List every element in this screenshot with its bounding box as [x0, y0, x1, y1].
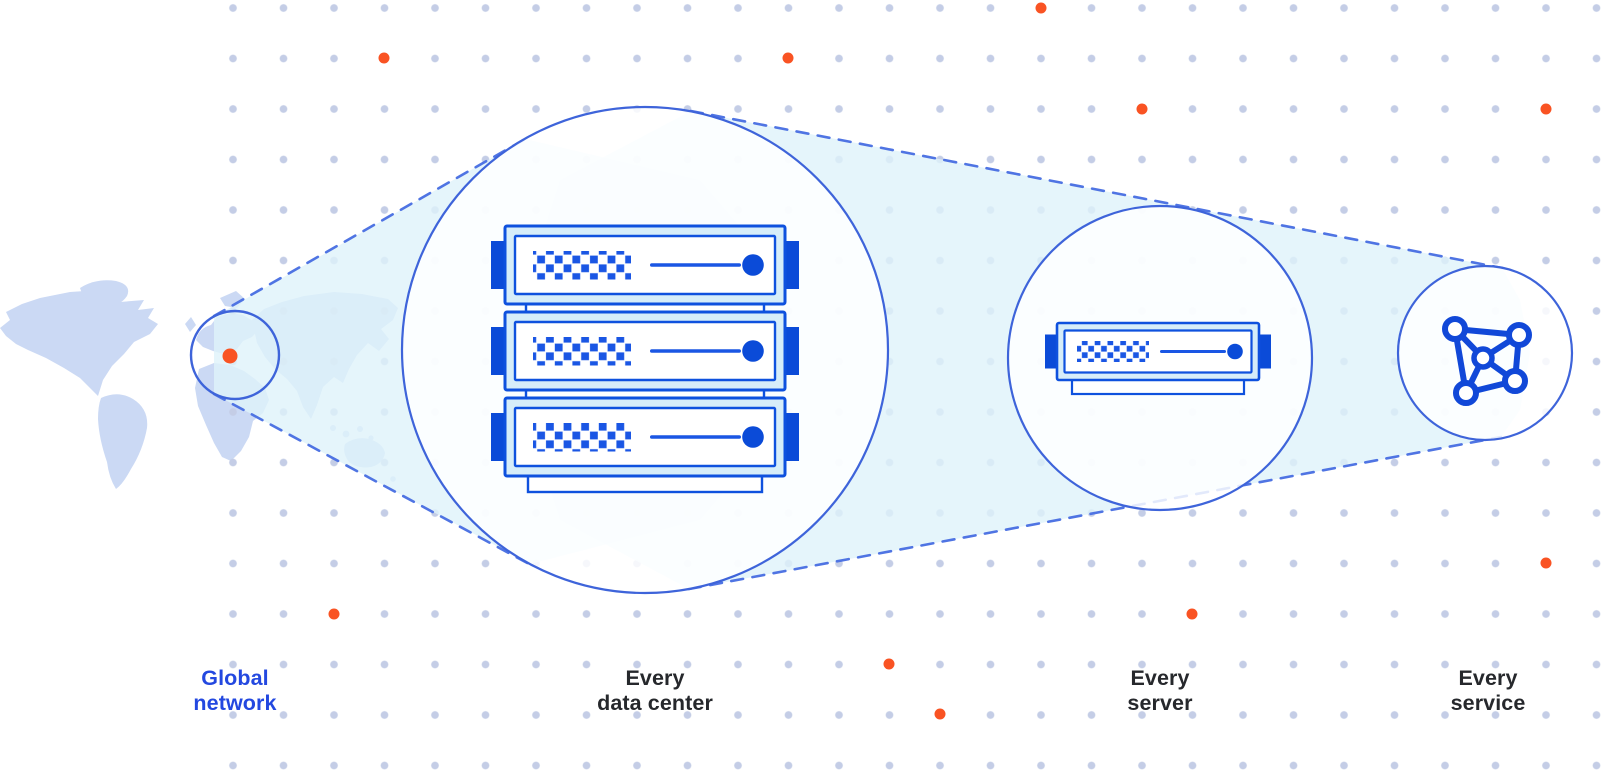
dashed-line-lower-right — [687, 435, 1503, 591]
server-line — [650, 435, 741, 439]
label-line: Every — [1130, 666, 1190, 690]
label-line: network — [193, 691, 277, 715]
map-location-marker — [222, 348, 238, 364]
server-ear-left — [491, 413, 505, 461]
dashed-line-upper-left — [212, 136, 529, 318]
label-line: Global — [201, 666, 269, 690]
server-line — [650, 349, 741, 353]
server-led — [742, 426, 764, 448]
server-grill — [533, 337, 631, 366]
accent-dot — [883, 658, 895, 670]
label-every-service: Every service — [1348, 666, 1620, 716]
server-grill — [533, 423, 631, 452]
accent-dot — [1186, 608, 1198, 620]
map-south-america — [98, 394, 148, 489]
label-line: Every — [625, 666, 685, 690]
server-led — [742, 254, 764, 276]
accent-dot — [378, 52, 390, 64]
mesh-network-icon — [1442, 316, 1532, 406]
mesh-node — [1442, 316, 1468, 342]
label-line: server — [1127, 691, 1193, 715]
server-led — [742, 340, 764, 362]
server-grill — [1077, 341, 1149, 362]
accent-dot — [934, 708, 946, 720]
server-unit — [491, 396, 799, 478]
dashed-zoom-lines — [212, 109, 1504, 591]
server-ear-left — [1045, 334, 1057, 369]
server-rack — [491, 224, 799, 494]
server-ear-right — [785, 327, 799, 375]
accent-dot — [1540, 103, 1552, 115]
server-led — [1227, 343, 1243, 360]
dashed-line-upper-right — [689, 109, 1504, 270]
map-north-america — [0, 290, 158, 396]
label-line: data center — [597, 691, 713, 715]
mesh-node — [1502, 368, 1528, 394]
accent-dot — [1540, 557, 1552, 569]
server-ear-right — [1259, 334, 1271, 369]
accent-dot — [328, 608, 340, 620]
server-unit — [491, 310, 799, 392]
server-line — [1160, 350, 1226, 353]
server-ear-left — [491, 327, 505, 375]
server-ear-left — [491, 241, 505, 289]
server-grill — [533, 251, 631, 280]
map-uk — [185, 317, 196, 332]
label-every-server: Every server — [1020, 666, 1300, 716]
server-ear-right — [785, 241, 799, 289]
server-unit — [491, 224, 799, 306]
accent-dot — [782, 52, 794, 64]
single-server — [1045, 321, 1271, 396]
server-ear-right — [785, 413, 799, 461]
server-line — [650, 263, 741, 267]
map-zoom-circle — [189, 309, 281, 401]
dashed-line-lower-left — [212, 392, 533, 567]
accent-dot — [1035, 2, 1047, 14]
mesh-node — [1453, 380, 1479, 406]
accent-dot — [1136, 103, 1148, 115]
mesh-node — [1506, 322, 1532, 348]
label-line: service — [1450, 691, 1526, 715]
mesh-node-center — [1471, 346, 1495, 370]
label-line: Every — [1458, 666, 1518, 690]
label-every-data-center: Every data center — [515, 666, 795, 716]
label-global-network: Global network — [95, 666, 375, 716]
map-greenland — [80, 280, 129, 307]
